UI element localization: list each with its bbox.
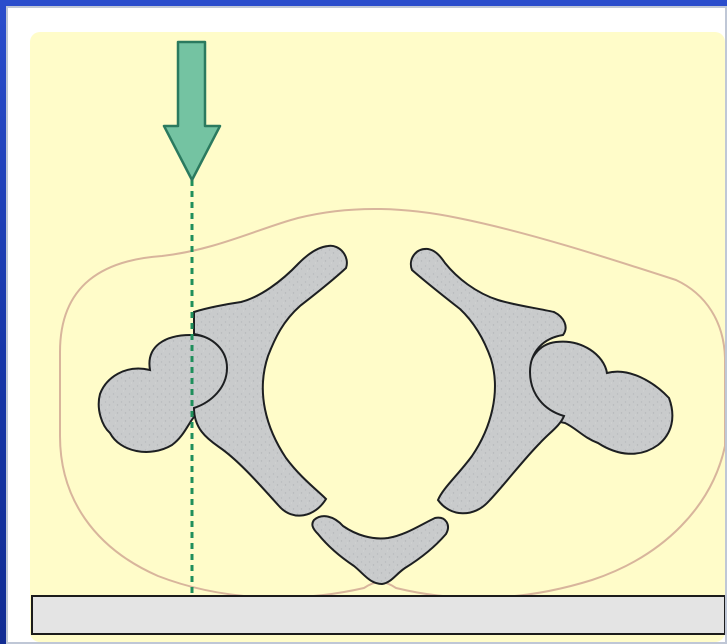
diagram-panel <box>6 6 727 644</box>
pelvis-cross-section-diagram <box>8 8 725 642</box>
treatment-table <box>32 596 725 634</box>
